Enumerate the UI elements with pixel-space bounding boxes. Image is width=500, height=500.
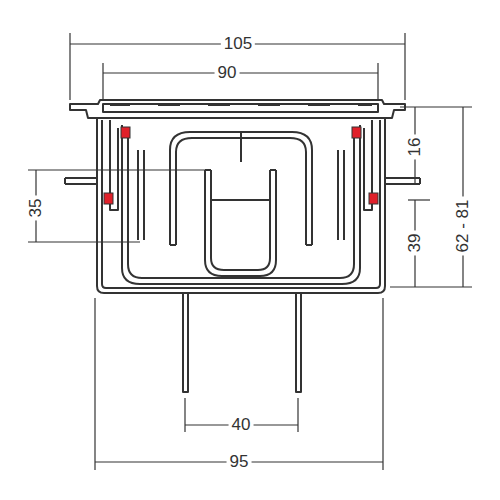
dimension-label: 95 (227, 453, 252, 472)
dimension-label: 90 (215, 64, 240, 83)
dimension-lines (28, 33, 472, 470)
seal-rings (104, 127, 378, 204)
dimension-label: 40 (229, 416, 254, 435)
dimension-label: 16 (406, 135, 425, 160)
dimension-label: 105 (221, 35, 255, 54)
drain-body (65, 100, 420, 392)
dimension-label: 39 (406, 231, 425, 256)
dimension-label: 62 - 81 (454, 197, 473, 256)
dimension-label: 35 (27, 196, 46, 221)
